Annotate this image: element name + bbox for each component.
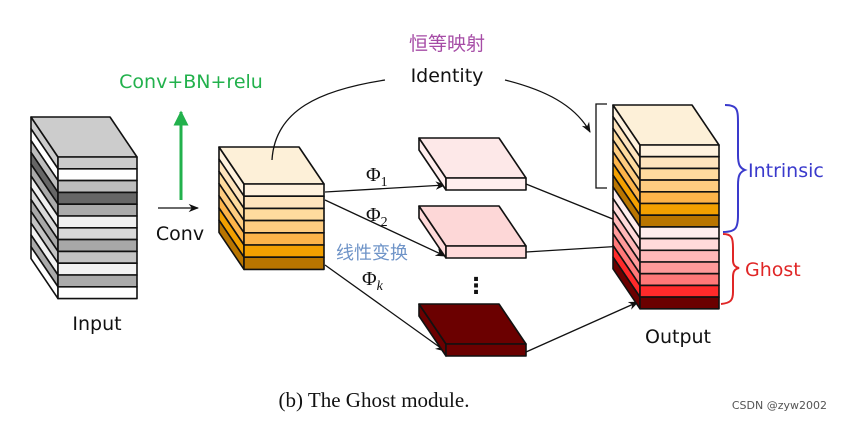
output-layer (639, 214, 720, 228)
linear-transform-cn-label: 线性变换 (336, 243, 408, 264)
phi-2-arrow (324, 199, 446, 257)
ghost-feature-slab-k (418, 303, 527, 357)
phi-1-label: Φ1 (366, 164, 388, 190)
input-layer (57, 215, 138, 229)
phi-k-arrow (324, 264, 446, 352)
ghost-slab-2-layer (445, 245, 527, 259)
intrinsic-feature-cube (218, 146, 325, 271)
input-layer (57, 179, 138, 194)
input-label: Input (72, 313, 121, 335)
input-layer (57, 285, 138, 300)
output-layer (639, 226, 720, 240)
input-layer (57, 168, 138, 182)
ghost-label: Ghost (745, 259, 801, 281)
phi-2-label: Φ2 (366, 204, 388, 230)
identity-bracket (595, 103, 607, 189)
output-layer (639, 167, 720, 181)
output-layer (639, 272, 720, 287)
intrinsic-layer (243, 183, 325, 197)
identity-cn-label: 恒等映射 (409, 33, 485, 55)
intrinsic-brace (722, 104, 748, 233)
ellipsis: ⋮ (465, 274, 487, 299)
output-feature-cube (612, 104, 720, 310)
phi-1-arrow (324, 181, 447, 193)
phi-k-label: Φk (362, 268, 384, 294)
input-layer (57, 238, 138, 253)
output-layer (639, 284, 720, 298)
identity-label: Identity (411, 65, 484, 87)
output-layer (639, 144, 720, 158)
intrinsic-layer (243, 195, 325, 210)
identity-curve-right (504, 79, 591, 133)
intrinsic-label: Intrinsic (748, 160, 824, 182)
input-layer (57, 191, 138, 205)
ghost-slab-k-layer (445, 343, 527, 357)
output-layer (639, 249, 720, 263)
output-layer (639, 261, 720, 275)
conv-bn-relu-label: Conv+BN+relu (119, 71, 263, 93)
output-layer (639, 237, 720, 252)
intrinsic-layer (243, 219, 325, 234)
slab-k-to-output-arrow (525, 301, 639, 353)
intrinsic-layer (243, 244, 325, 258)
conv-label: Conv (156, 223, 204, 245)
input-layer (57, 227, 138, 241)
output-label: Output (645, 326, 711, 348)
figure-caption: (b) The Ghost module. (279, 388, 470, 412)
ghost-feature-slab-1 (418, 137, 527, 191)
watermark: CSDN @zyw2002 (731, 399, 827, 412)
ghost-brace (720, 233, 740, 305)
input-layer (57, 203, 138, 217)
input-layer (57, 156, 138, 170)
intrinsic-layer (243, 256, 325, 271)
identity-curve-left (271, 79, 386, 161)
intrinsic-layer (243, 207, 325, 222)
input-feature-cube (30, 116, 138, 300)
input-layer (57, 262, 138, 276)
input-layer (57, 274, 138, 288)
output-layer (639, 179, 720, 193)
output-layer (639, 191, 720, 205)
intrinsic-layer (243, 232, 325, 246)
ghost-feature-slab-2 (418, 205, 527, 259)
ghost-slab-1-layer (445, 177, 527, 191)
input-layer (57, 250, 138, 264)
output-layer (639, 155, 720, 170)
output-layer (639, 296, 720, 310)
output-layer (639, 202, 720, 216)
